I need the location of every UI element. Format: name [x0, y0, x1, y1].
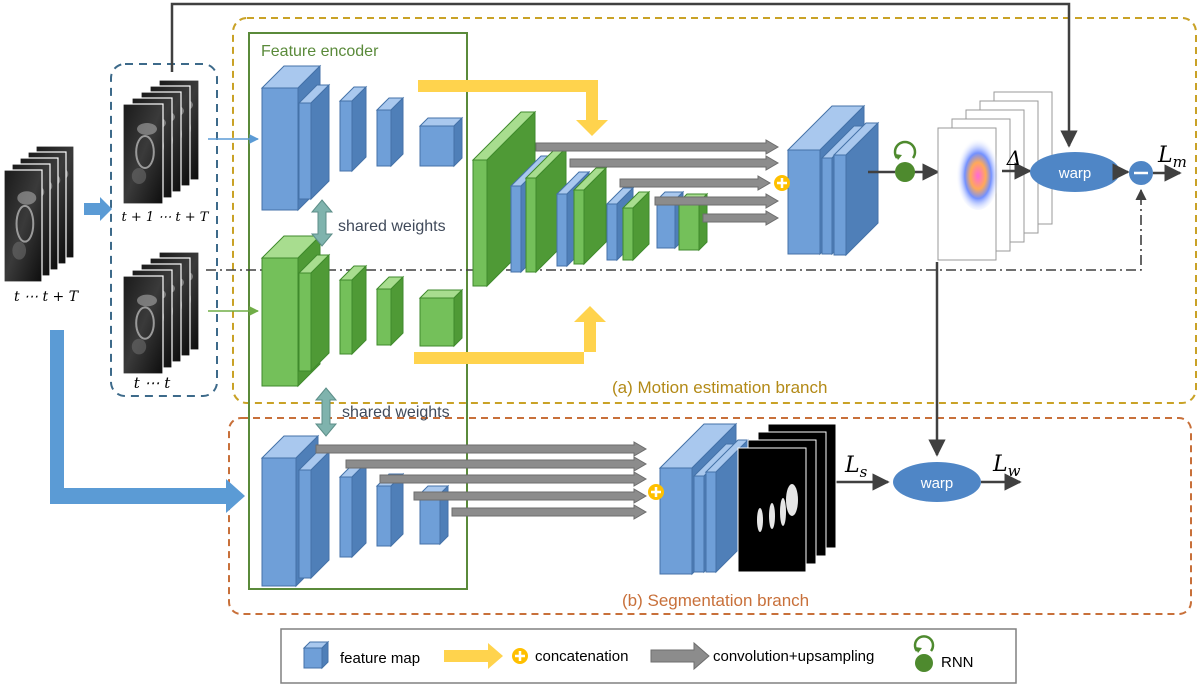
motion-encoder-green-layer-5: [418, 288, 464, 348]
motion-encoder-green-layer-2: [297, 253, 331, 373]
delta-label: Δ: [1006, 146, 1021, 170]
motion-encoder-green-layer-3: [338, 264, 368, 356]
motion-encoder-layer-2: [297, 83, 331, 201]
rnn-node: [893, 140, 917, 182]
mri-stacks: [3, 79, 200, 375]
legend-concatenation-label: concatenation: [535, 648, 628, 665]
feature-map-layers: [260, 64, 880, 588]
legend-conv-arrow-icon: [650, 641, 710, 671]
base-sequence-label: t ⋯ t: [134, 374, 172, 392]
motion-concat-feature-5: [572, 166, 608, 266]
segmentation-warp-label: warp: [920, 475, 954, 492]
segmentation-branch-label: (b) Segmentation branch: [622, 591, 809, 610]
segmentation-skip-arrow-2: [345, 456, 647, 472]
legend-box: [280, 628, 1017, 684]
shifted-frames-stack: [122, 79, 200, 205]
motion-field-stack: [937, 91, 1053, 261]
segmentation-output-stack: [737, 423, 837, 573]
loss-motion-label: Lm: [1157, 143, 1187, 171]
segmentation-warp-node: [893, 462, 981, 502]
base-frames-stack: [122, 251, 200, 375]
segmentation-skip-arrow-4: [413, 488, 647, 504]
segmentation-skip-arrow-5: [451, 504, 647, 520]
motion-skip-arrow-4: [654, 193, 779, 209]
full-sequence-label: t ⋯ t + T: [14, 289, 80, 305]
segmentation-encoder-layer-3: [338, 461, 368, 559]
motion-top-concat-arrow: [418, 80, 608, 136]
motion-encoder-layer-5: [418, 116, 464, 168]
motion-skip-arrow-3: [619, 175, 771, 191]
legend-cube-shape: [302, 640, 330, 670]
target-frame-connection: [206, 188, 1147, 271]
feature-encoder-label: Feature encoder: [261, 43, 379, 60]
motion-bottom-concat-arrow: [414, 306, 606, 364]
legend-concat-arrow-icon: [444, 643, 503, 669]
motion-branch-label: (a) Motion estimation branch: [612, 378, 827, 397]
loss-warp-label: Lw: [992, 452, 1021, 480]
loss-segmentation-label: Ls: [844, 453, 868, 481]
motion-encoder-layer-4: [375, 96, 405, 168]
motion-decoder-layer-3: [832, 121, 880, 257]
segmentation-skip-arrow-3: [379, 471, 647, 487]
input-sequence-stack: [3, 145, 75, 283]
motion-skip-arrow-5: [702, 210, 779, 226]
legend-concat-node-icon: [512, 648, 528, 664]
input-skip-connection: [170, 2, 1078, 148]
input-to-frames-arrow: [84, 197, 112, 221]
input-to-segmentation-arrow: [50, 330, 245, 513]
shared-weights-label-1: shared weights: [338, 218, 446, 235]
legend-rnn-label: RNN: [941, 654, 974, 671]
motion-warp-node: [1030, 152, 1120, 192]
motion-concat-feature-7: [621, 190, 651, 262]
motion-encoder-layer-3: [338, 85, 368, 173]
motion-encoder-green-layer-4: [375, 275, 405, 347]
conv-upsampling-arrows: [315, 139, 779, 520]
shared-weights-arrow-2: [314, 387, 338, 437]
shared-weights-label-2: shared weights: [342, 404, 450, 421]
shared-weights-arrow-1: [310, 199, 334, 247]
legend-feature-map-label: feature map: [340, 650, 420, 667]
segmentation-branch-region: [228, 417, 1192, 615]
segmentation-skip-arrow-1: [315, 441, 647, 457]
motion-skip-arrow-2: [569, 155, 779, 171]
motion-branch-region: [232, 17, 1197, 404]
segmentation-encoder-layer-2: [297, 450, 331, 580]
motion-skip-arrow-1: [535, 139, 779, 155]
motion-concat-node: [774, 175, 790, 191]
segmentation-encoder-layer-4: [375, 472, 405, 548]
shifted-sequence-label: t + 1 ⋯ t + T: [122, 210, 210, 225]
input-frames-group: [110, 63, 218, 397]
legend-rnn-icon: [913, 635, 935, 672]
legend-feature-map-icon: [302, 640, 330, 670]
legend-conv-upsampling-label: convolution+upsampling: [713, 648, 874, 665]
segmentation-concat-node: [648, 484, 664, 500]
motion-warp-label: warp: [1058, 165, 1092, 182]
